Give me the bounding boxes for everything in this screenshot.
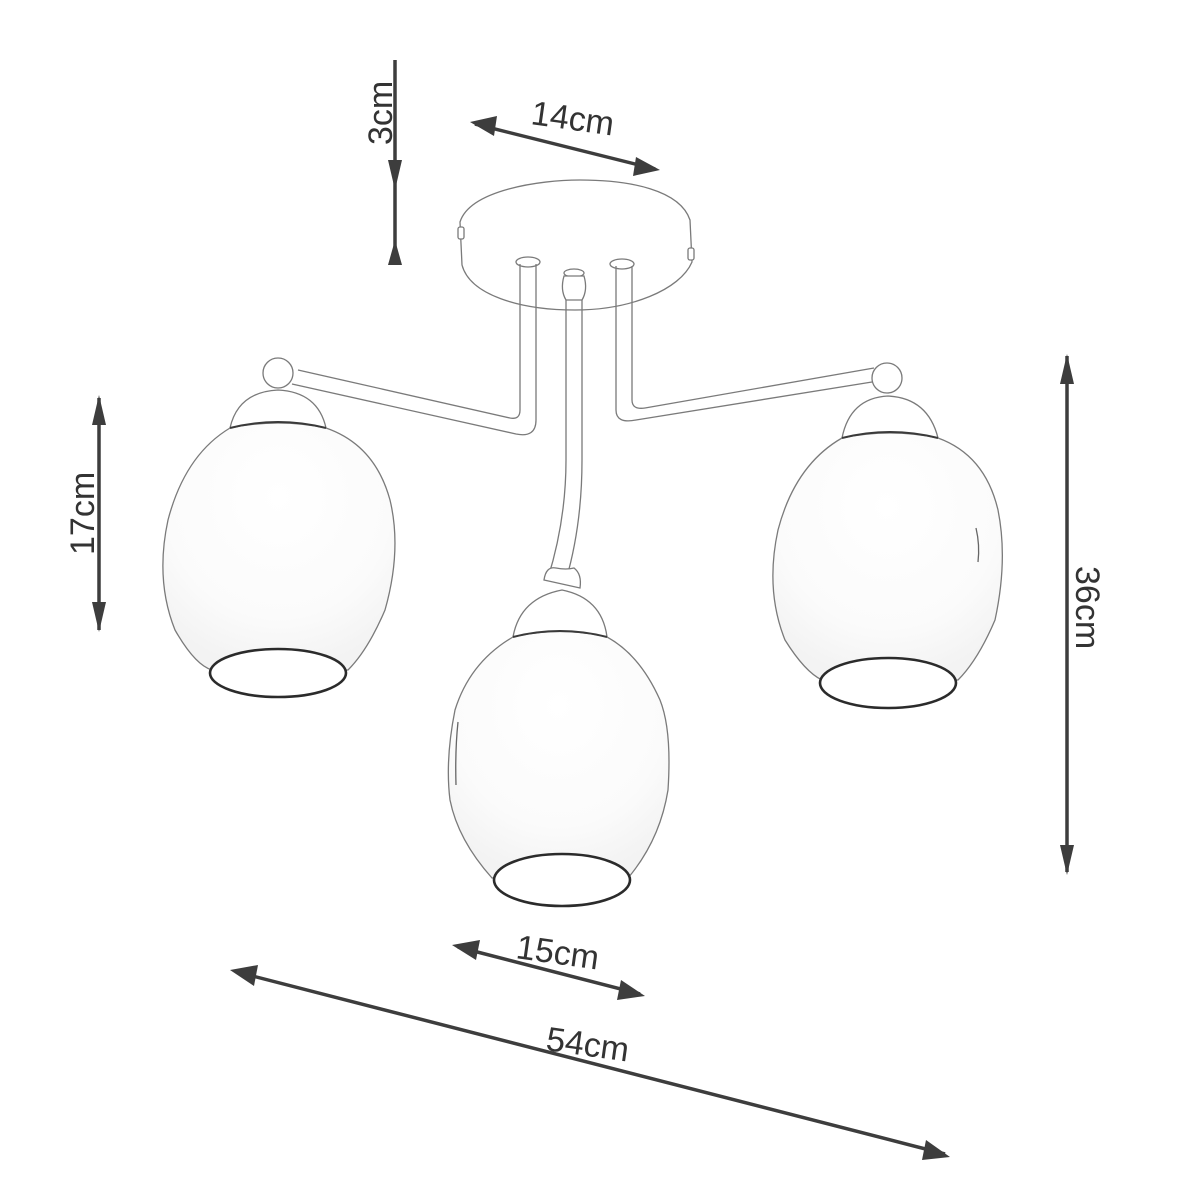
center-stem <box>543 268 587 589</box>
center-hook <box>543 567 582 589</box>
left-shade <box>162 389 396 699</box>
right-shade <box>772 395 1003 710</box>
dimension-total-width: 54cm <box>230 965 950 1160</box>
label-shade-height: 17cm <box>64 472 102 555</box>
canopy-screw-right <box>687 247 695 261</box>
left-arm-knob <box>262 357 294 389</box>
dimension-shade-diameter: 15cm <box>452 928 645 1000</box>
canopy-screw-left <box>457 226 465 240</box>
right-shade-opening <box>818 656 958 710</box>
center-shade-opening <box>492 852 632 908</box>
dimension-total-height: 36cm <box>1060 354 1106 875</box>
label-canopy-diameter: 14cm <box>529 94 617 143</box>
label-shade-diameter: 15cm <box>514 928 602 977</box>
label-total-height: 36cm <box>1068 566 1106 649</box>
left-shade-opening <box>208 647 348 699</box>
label-canopy-height: 3cm <box>362 81 400 145</box>
center-shade <box>447 589 670 908</box>
right-arm <box>609 258 903 422</box>
dimension-shade-height: 17cm <box>64 395 106 632</box>
label-total-width: 54cm <box>544 1020 632 1069</box>
left-arm <box>262 256 541 436</box>
dimension-canopy-diameter: 14cm <box>470 94 660 176</box>
right-arm-knob <box>871 362 903 394</box>
dimension-canopy-height: 3cm <box>362 60 402 265</box>
ceiling-canopy <box>457 179 695 311</box>
